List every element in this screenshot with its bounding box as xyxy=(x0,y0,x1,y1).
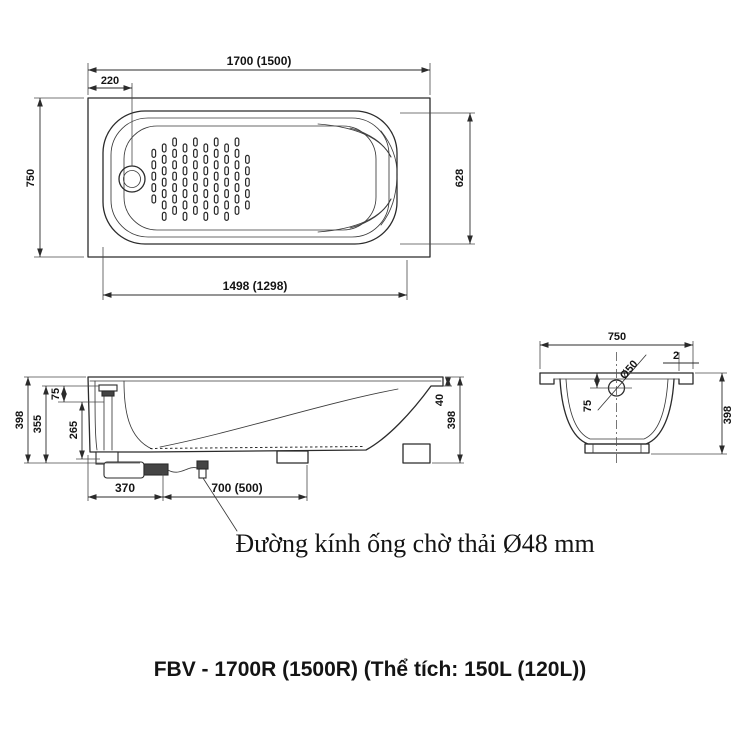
antislip-pattern xyxy=(151,137,250,221)
dim-drain-offset: 220 xyxy=(101,75,119,87)
interior-left-wall xyxy=(123,380,153,450)
overflow-drain-piping xyxy=(95,384,209,479)
right-foot xyxy=(402,443,431,464)
end-view-dimensions: 750 2 Ø50 75 398 xyxy=(539,331,734,455)
dim-side-drain-offset: 370 xyxy=(115,481,135,495)
tub-apron-outline xyxy=(87,97,431,258)
dim-inner-length: 1498 (1298) xyxy=(223,279,288,293)
dim-overall-width: 750 xyxy=(25,169,37,187)
interior-sweep-line xyxy=(159,388,399,448)
top-view: 1700 (1500) 220 750 628 1498 (1298) xyxy=(25,54,475,300)
model-title: FBV - 1700R (1500R) (Thể tích: 150L (120… xyxy=(154,658,587,681)
side-view: 398 355 75 265 40 398 370 700 (500) xyxy=(14,376,464,532)
dim-side-waste-offset: 700 (500) xyxy=(211,481,262,495)
dim-end-rim-thickness: 2 xyxy=(673,350,679,362)
tub-rim-inner-line xyxy=(110,117,390,238)
waste-pipe-note: Đường kính ống chờ thải Ø48 mm xyxy=(235,529,594,558)
left-wall-inner-line xyxy=(94,380,98,451)
backrest-contours xyxy=(317,123,398,233)
dim-end-height: 398 xyxy=(722,406,734,424)
dim-side-height-right: 398 xyxy=(446,411,458,429)
end-view: 750 2 Ø50 75 398 xyxy=(539,331,734,464)
waste-pipe-stub xyxy=(198,468,207,479)
tub-rim-outline xyxy=(102,110,398,245)
end-profile xyxy=(539,372,694,454)
left-foot xyxy=(276,450,309,464)
dim-side-rim-ledge: 40 xyxy=(434,394,446,406)
dim-side-inner-height: 355 xyxy=(32,415,44,433)
side-profile-outline xyxy=(87,376,444,453)
dim-overall-length: 1700 (1500) xyxy=(227,54,292,68)
dim-overflow-diameter: Ø50 xyxy=(618,358,641,382)
overflow-hole xyxy=(590,354,647,411)
side-view-dimensions-right: 40 398 xyxy=(432,376,464,464)
base-plinth xyxy=(584,443,650,454)
note-leader-line xyxy=(202,477,238,532)
dim-inner-width: 628 xyxy=(454,169,466,187)
dim-side-wall-height: 265 xyxy=(68,421,80,439)
dim-side-overflow-drop: 75 xyxy=(50,388,62,400)
dim-end-overflow-drop: 75 xyxy=(582,400,594,412)
floor-hatch xyxy=(149,446,365,449)
side-view-dimensions-bottom: 370 700 (500) xyxy=(87,455,308,501)
tub-basin-outline xyxy=(123,125,377,231)
drain-hole xyxy=(118,165,146,193)
dim-end-width: 750 xyxy=(608,331,626,343)
dim-side-height-left: 398 xyxy=(14,411,26,429)
side-view-dimensions-left: 398 355 75 265 xyxy=(14,376,140,464)
top-view-dimensions: 1700 (1500) 220 750 628 1498 (1298) xyxy=(25,54,475,300)
overflow-leader-line xyxy=(597,354,647,411)
